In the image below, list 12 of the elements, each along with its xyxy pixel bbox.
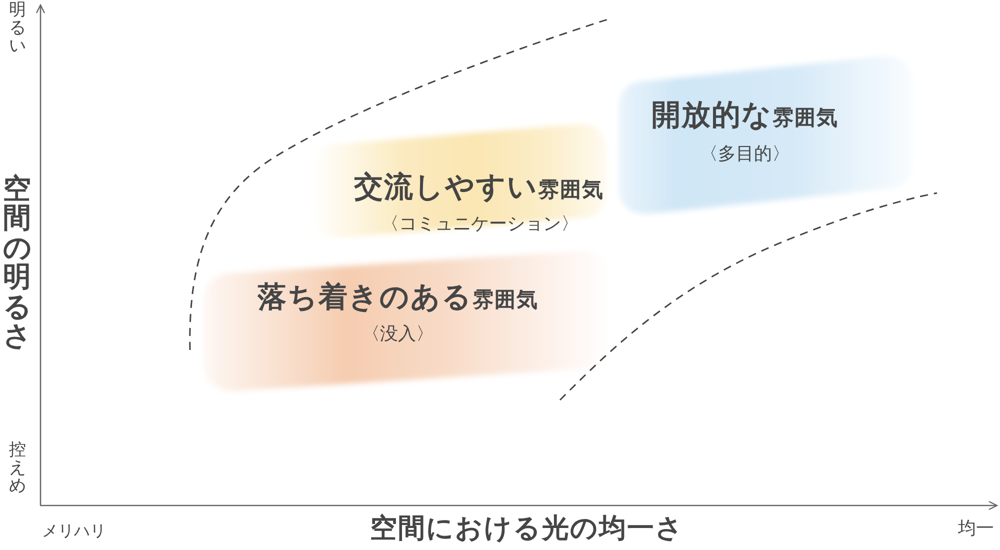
- axis-title: 空間の明るさ: [3, 174, 31, 350]
- region-title: 開放的な雰囲気: [652, 98, 838, 132]
- axis-end-label: 均一: [958, 519, 994, 539]
- axis-end-label: 明るい: [9, 2, 26, 56]
- region-subtitle: 〈多目的〉: [700, 144, 790, 166]
- region-title: 交流しやすい雰囲気: [354, 170, 604, 204]
- region-subtitle: 〈没入〉: [362, 324, 434, 346]
- axis-end-label: 控えめ: [9, 442, 26, 496]
- axis-title: 空間における光の均一さ: [370, 514, 684, 544]
- axis-end-label: メリハリ: [42, 522, 106, 540]
- region-title: 落ち着きのある雰囲気: [258, 280, 538, 314]
- region-subtitle: 〈コミュニケーション〉: [381, 214, 579, 236]
